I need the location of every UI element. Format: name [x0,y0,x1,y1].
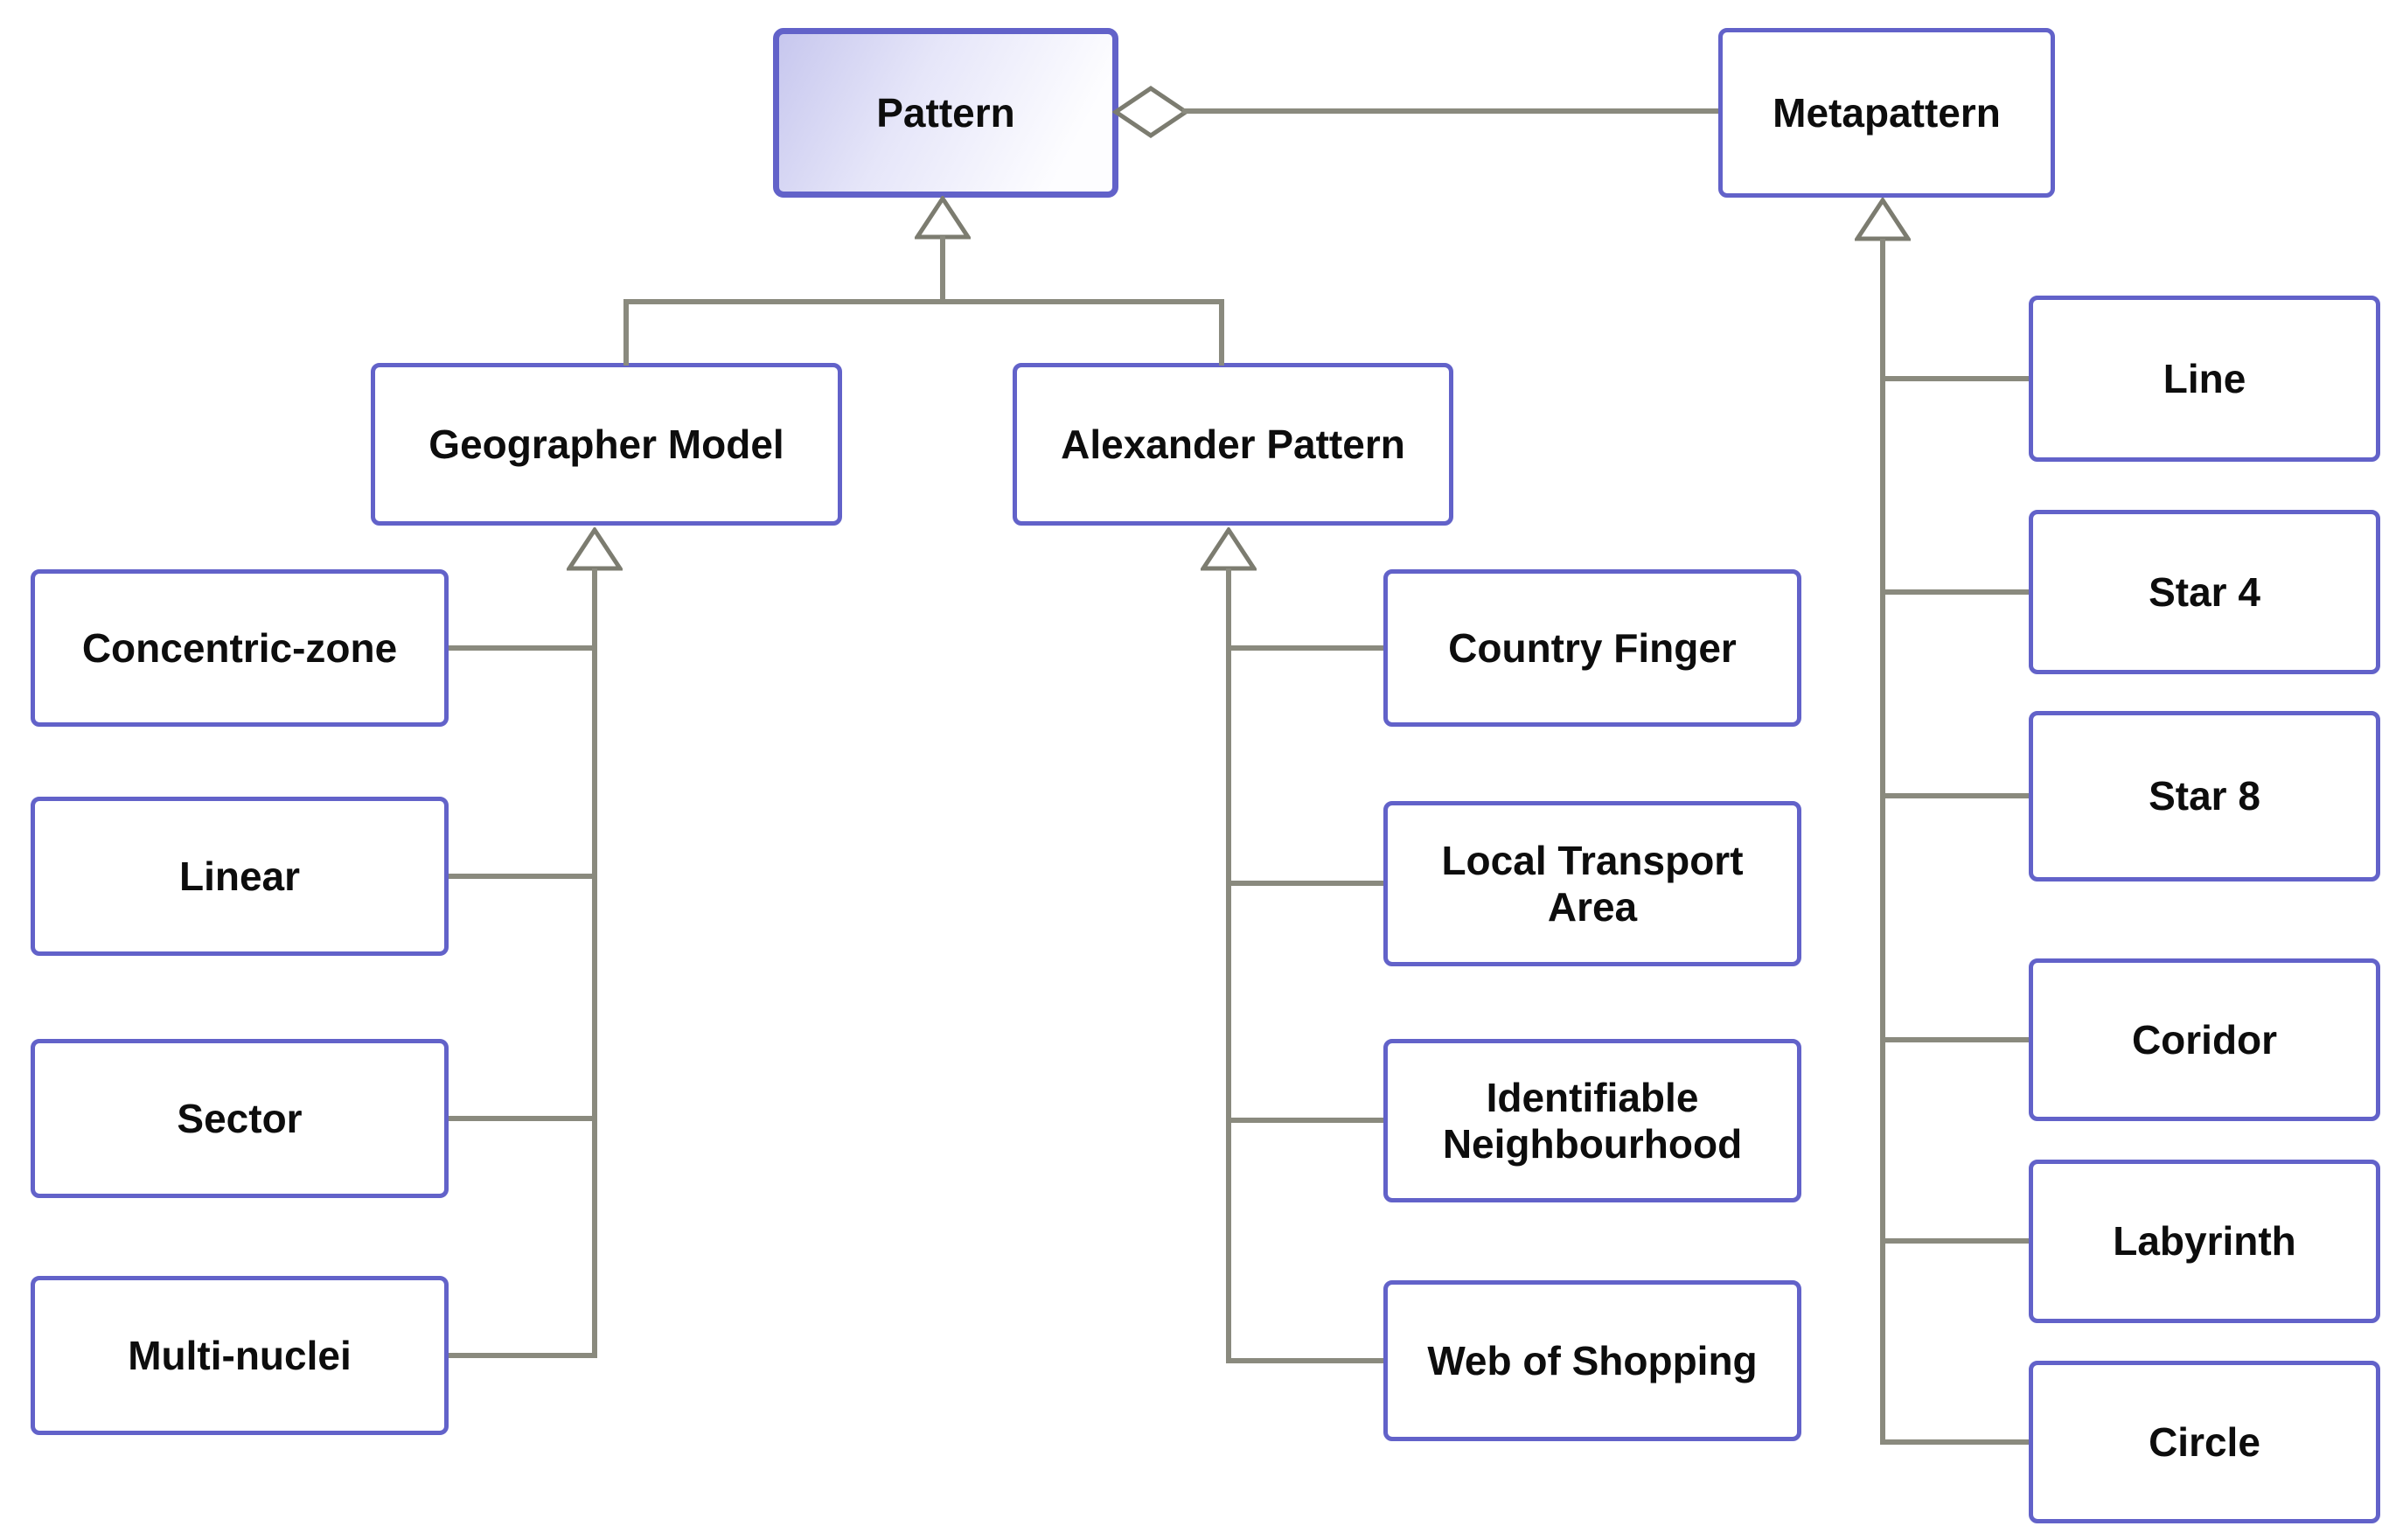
node-labyrinth: Labyrinth [2029,1160,2380,1323]
connector-line [940,236,945,304]
generalization-arrow-icon [1201,527,1257,571]
node-alexander-pattern: Alexander Pattern [1013,363,1453,526]
connector-line [623,299,1224,304]
node-linear: Linear [31,797,449,956]
connector-line [623,299,629,366]
connector-line [1229,881,1383,886]
node-star-4: Star 4 [2029,510,2380,674]
node-web-of-shopping: Web of Shopping [1383,1280,1801,1441]
connector-line [449,645,595,651]
connector-aggregation-line [1182,108,1718,114]
connector-line [1883,589,2029,595]
node-sector: Sector [31,1039,449,1198]
connector-line [1883,1238,2029,1244]
node-identifiable-neighbourhood: Identifiable Neighbourhood [1383,1039,1801,1202]
connector-line [1229,645,1383,651]
aggregation-diamond-icon [1112,85,1189,139]
node-pattern: Pattern [773,28,1118,198]
node-coridor: Coridor [2029,958,2380,1121]
node-metapattern: Metapattern [1718,28,2055,198]
connector-line [1883,376,2029,381]
node-circle: Circle [2029,1361,2380,1523]
node-line: Line [2029,296,2380,462]
connector-line [449,874,595,879]
connector-line [449,1353,595,1358]
connector-line [449,1116,595,1121]
connector-line [1880,239,1885,1445]
connector-line [1229,1358,1383,1363]
generalization-arrow-icon [1855,198,1911,241]
connector-line [1229,1118,1383,1123]
connector-line [1883,1439,2029,1445]
node-concentric-zone: Concentric-zone [31,569,449,727]
connector-line [1219,299,1224,366]
connector-line [1883,793,2029,798]
node-multi-nuclei: Multi-nuclei [31,1276,449,1435]
node-country-finger: Country Finger [1383,569,1801,727]
node-star-8: Star 8 [2029,711,2380,881]
node-local-transport-area: Local Transport Area [1383,801,1801,966]
connector-line [592,568,597,1358]
generalization-arrow-icon [915,196,971,240]
generalization-arrow-icon [567,527,623,571]
node-geographer-model: Geographer Model [371,363,842,526]
connector-line [1226,568,1231,1363]
connector-line [1883,1037,2029,1042]
